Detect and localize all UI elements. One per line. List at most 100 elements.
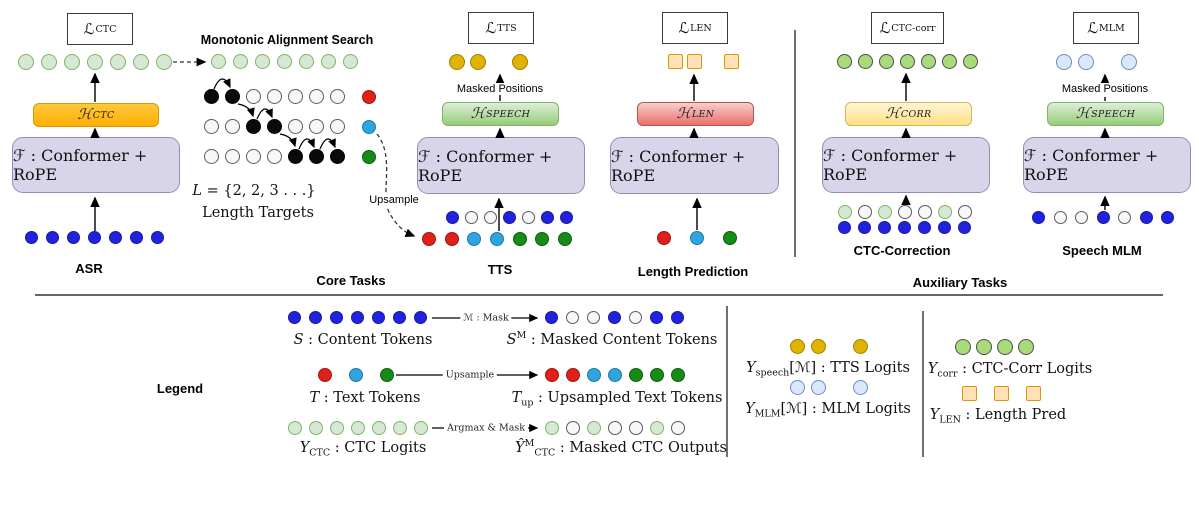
math-var: T [309,389,320,406]
blue-token [393,311,406,324]
gold-token [853,339,868,354]
lgreen-token [64,54,80,70]
white-token [330,119,345,134]
red-token [318,368,332,382]
white-token [1053,211,1067,224]
red-token [444,232,459,246]
asr-task-label: ASR [75,261,103,276]
blue-token [309,311,322,324]
head-subscript: CTC [92,109,115,121]
lblue-token [790,380,805,395]
math-var: S [293,331,304,348]
orange-token [1026,386,1041,401]
loss-subscript: MLM [1099,22,1125,34]
tts-masked-content-tokens [446,211,573,224]
legend-masked-content-tokens [545,311,684,324]
loss-subscript: TTS [497,22,517,34]
green-token [723,231,737,245]
core-tasks-label: Core Tasks [316,273,386,288]
blue-token [503,211,516,224]
lgreen-token [587,421,601,435]
cyan-token [690,231,704,245]
loss-subscript: CTC-corr [891,22,936,34]
blue-token [446,211,459,224]
blue-token [372,311,385,324]
blue-token [351,311,364,324]
legend-upsample-op-label: Upsample [442,369,498,381]
white-token [1118,211,1131,224]
red-token [657,231,671,245]
blue-token [288,311,301,324]
len-input-tokens [657,231,737,245]
white-token [309,119,324,134]
head-subscript: CORR [900,108,932,120]
lgreen-token [18,54,34,70]
blue-token [838,221,851,234]
mgreen-token [997,339,1013,355]
lblue-token [1056,54,1072,70]
legend-caption-length-pred: YLEN : Length Pred [930,405,1066,426]
white-token [484,211,497,224]
corr-encoder-box: ℱ : Conformer + RoPE [822,137,990,193]
math-rest: : Upsampled Text Tokens [533,389,723,406]
white-token [267,149,282,164]
math-rest: : Masked CTC Outputs [555,439,727,456]
legend-upsampled-text-tokens [545,368,685,382]
white-token [288,119,303,134]
white-token [225,119,240,134]
math-rest: [ℳ] : MLM Logits [780,400,911,417]
len-output-squares [668,54,739,69]
math-rest: : Content Tokens [303,331,433,348]
blue-token [898,221,911,234]
white-token [566,421,580,435]
mgreen-token [858,54,873,69]
loss-symbol: ℒ [485,19,497,37]
mas-side-tokens [362,90,376,164]
math-rest: [ℳ] : TTS Logits [789,359,910,376]
mlm-task-label: Speech MLM [1062,243,1142,258]
length-var: L [192,183,203,199]
math-sup: M [516,330,527,341]
tts-output-tokens [449,54,528,70]
mlm-masked-positions-label: Masked Positions [1058,83,1152,95]
blue-token [130,231,143,244]
lgreen-token [414,421,428,435]
blue-token [918,221,931,234]
cyan-token [587,368,601,382]
white-token [566,311,579,324]
green-token [671,368,685,382]
white-token [267,89,282,104]
orange-token [723,54,739,69]
blue-token [545,311,558,324]
red-token [566,368,580,382]
mgreen-token [942,54,957,69]
mas-grid-row-1 [204,89,345,104]
loss-symbol: ℒ [678,19,690,37]
math-rest: : CTC-Corr Logits [957,360,1093,377]
lgreen-token [211,54,226,69]
head-subscript: SPEECH [1091,108,1136,120]
mgreen-token [900,54,915,69]
gold-token [512,54,528,70]
red-token [545,368,559,382]
green-token [362,150,376,164]
legend-length-pred-squares [962,386,1041,401]
white-token [246,149,261,164]
lgreen-token [133,54,149,70]
lgreen-token [838,205,852,219]
white-token [671,421,685,435]
loss-symbol: ℒ [83,20,95,38]
auxiliary-tasks-label: Auxiliary Tasks [912,275,1008,290]
math-sub: LEN [939,414,961,426]
blue-token [541,211,554,224]
red-token [362,90,376,104]
lblue-token [1120,54,1137,70]
lblue-token [853,380,868,395]
tts-encoder-box: ℱ : Conformer + RoPE [417,137,585,194]
black-token [225,89,240,104]
